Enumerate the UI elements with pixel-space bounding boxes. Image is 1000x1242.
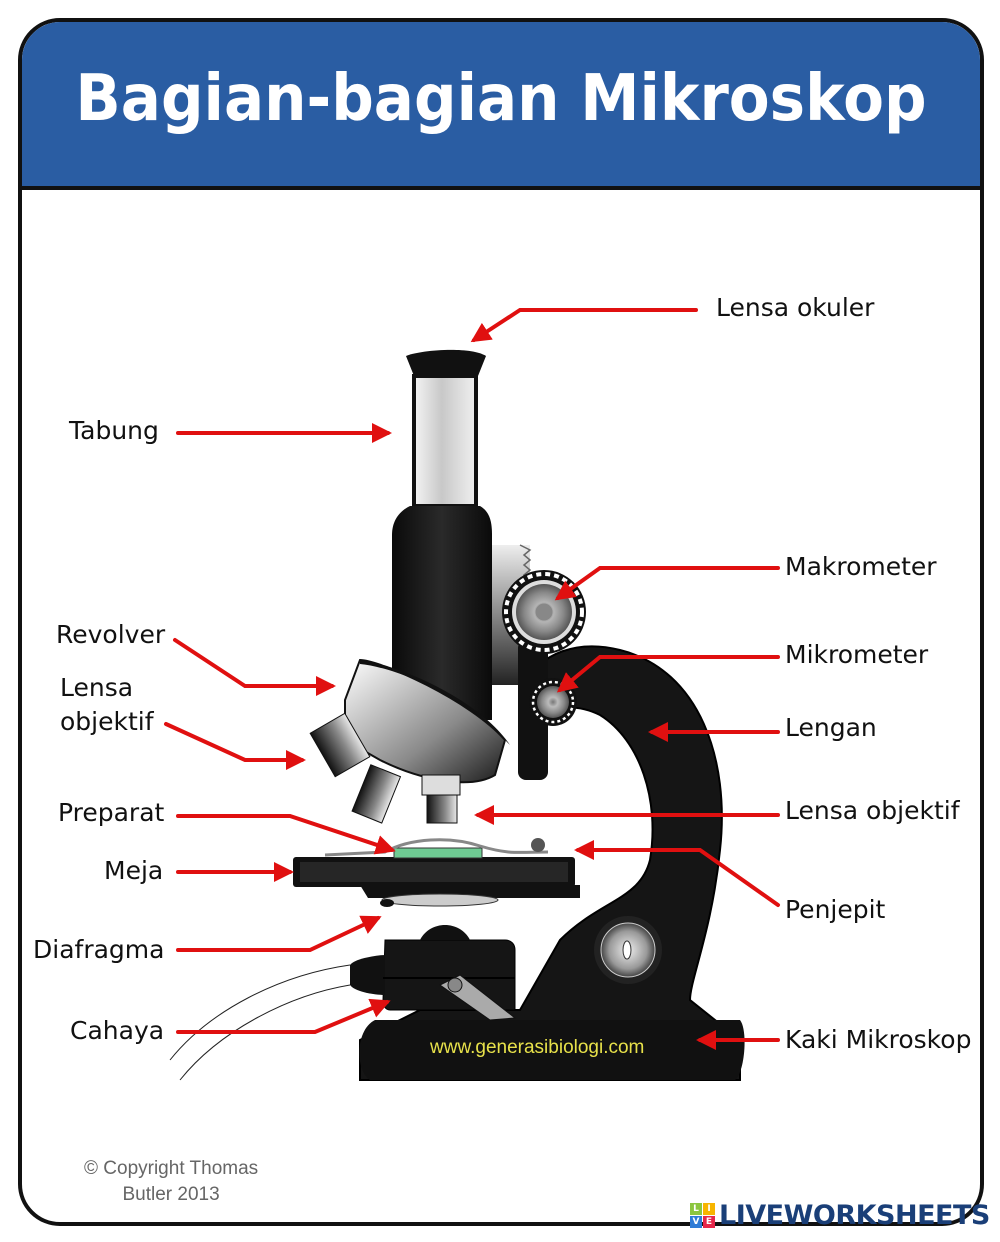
objective-lens-2: [351, 764, 402, 824]
label-revolver: Revolver: [56, 620, 166, 649]
label-preparat: Preparat: [58, 798, 165, 827]
base-foot: [359, 1020, 745, 1080]
label-lensa-objektif-left-2: objektif: [60, 707, 154, 736]
label-kaki-mikroskop: Kaki Mikroskop: [785, 1025, 972, 1054]
objective-lens-3: [421, 774, 461, 824]
label-tabung: Tabung: [69, 416, 159, 445]
eyepiece-cap: [406, 349, 486, 376]
body-tube-lower: [392, 506, 492, 720]
arrow-revolver: [173, 638, 336, 696]
specimen-slide: [393, 847, 483, 859]
label-mikrometer: Mikrometer: [785, 640, 929, 669]
label-meja: Meja: [104, 856, 164, 885]
body-tube-upper: [412, 374, 478, 508]
label-makrometer: Makrometer: [785, 552, 937, 581]
arrow-preparat: [176, 814, 396, 855]
label-diafragma: Diafragma: [33, 935, 165, 964]
label-lensa-objektif-right: Lensa objektif: [785, 796, 960, 825]
revolver-nosepiece: [344, 658, 510, 784]
arrow-lensa-okuler: [470, 308, 698, 343]
watermark-site: www.generasibiologi.com: [430, 1037, 645, 1058]
label-penjepit: Penjepit: [785, 895, 886, 924]
rack-teeth: [519, 544, 532, 581]
label-cahaya: Cahaya: [70, 1016, 165, 1045]
diaphragm: [381, 893, 499, 907]
arrow-mikrometer: [556, 655, 780, 693]
arrow-makrometer: [554, 566, 780, 601]
page-title: Bagian-bagian Mikroskop: [75, 62, 927, 136]
arrow-cahaya: [176, 998, 391, 1034]
header-banner: Bagian-bagian Mikroskop: [22, 22, 980, 190]
objective-lens-1: [309, 712, 371, 778]
liveworksheets-text: LIVEWORKSHEETS: [719, 1200, 990, 1231]
label-lensa-objektif-left-1: Lensa: [60, 673, 134, 702]
label-lengan: Lengan: [785, 713, 877, 742]
copyright-line2: Butler 2013: [122, 1184, 220, 1205]
arrow-lensa-objektif-left: [164, 722, 306, 770]
stage-clip: [324, 838, 549, 857]
power-cord-1: [169, 964, 351, 1061]
liveworksheets-brand[interactable]: L I V E LIVEWORKSHEETS: [690, 1200, 990, 1231]
liveworksheets-logo-icon: L I V E: [690, 1203, 715, 1228]
copyright-line1: © Copyright Thomas: [84, 1158, 259, 1179]
lamp-housing: [382, 939, 516, 1011]
arrow-penjepit: [574, 840, 780, 907]
power-cord-2: [179, 984, 351, 1081]
label-lensa-okuler: Lensa okuler: [716, 293, 875, 322]
arrow-diafragma: [176, 915, 382, 952]
copyright: © Copyright Thomas Butler 2013: [84, 1156, 258, 1208]
